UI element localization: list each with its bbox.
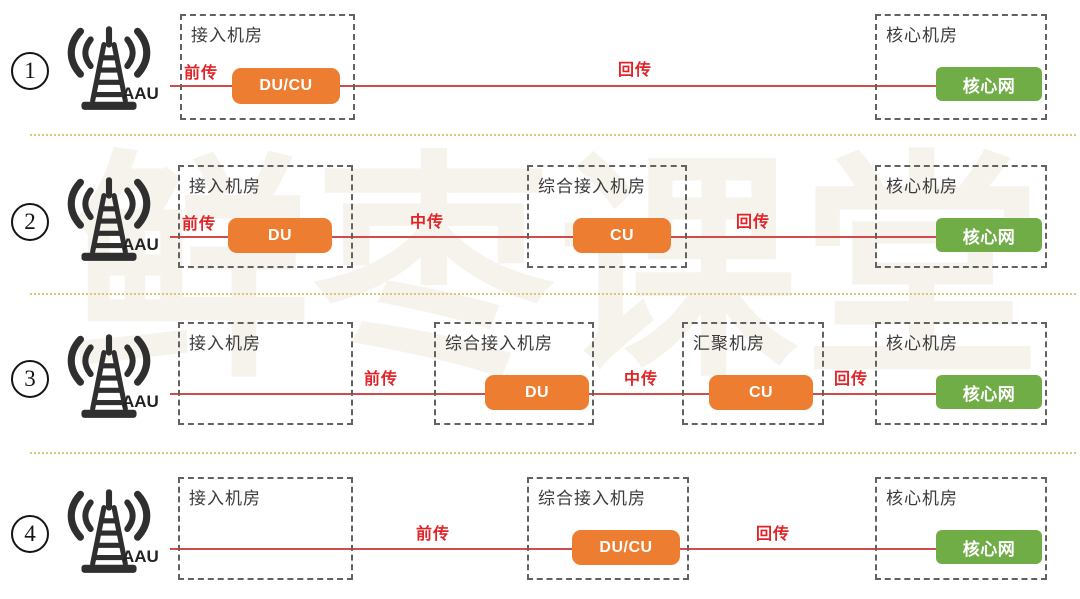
room-box-aggregation: 汇聚机房	[682, 322, 824, 425]
scenario-number: 3	[11, 360, 49, 398]
node-core-network: 核心网	[936, 530, 1042, 564]
link-label-backhaul: 回传	[736, 214, 771, 231]
room-box-core: 核心机房	[875, 322, 1047, 425]
room-title: 核心机房	[886, 489, 958, 508]
link-label-backhaul: 回传	[756, 526, 791, 543]
link-label-midhaul: 中传	[624, 371, 659, 388]
room-title: 综合接入机房	[538, 489, 646, 508]
room-title: 汇聚机房	[693, 334, 765, 353]
aau-label: AAU	[122, 235, 159, 254]
node-core-network: 核心网	[936, 218, 1042, 252]
node-du: DU	[228, 218, 332, 253]
aau-label: AAU	[122, 84, 159, 103]
node-core-network: 核心网	[936, 375, 1042, 409]
room-title: 综合接入机房	[538, 177, 646, 196]
scenario-number: 1	[11, 52, 49, 90]
room-box-access: 接入机房	[178, 165, 353, 268]
link-label-fronthaul: 前传	[182, 216, 217, 233]
room-box-core: 核心机房	[875, 14, 1047, 120]
transport-line	[170, 236, 937, 238]
aau-antenna-icon	[67, 489, 151, 573]
background-watermark: 鲜枣课堂	[70, 136, 1047, 404]
aau-antenna-icon	[67, 334, 151, 418]
link-label-fronthaul: 前传	[416, 526, 451, 543]
room-box-integrated-access: 综合接入机房	[527, 165, 687, 268]
room-title: 核心机房	[886, 26, 958, 45]
node-du-cu: DU/CU	[572, 530, 680, 565]
node-du-cu: DU/CU	[232, 68, 340, 104]
node-core-network: 核心网	[936, 67, 1042, 101]
link-label-backhaul: 回传	[834, 371, 869, 388]
room-title: 接入机房	[191, 26, 263, 45]
room-box-integrated-access: 综合接入机房	[434, 322, 594, 425]
aau-label: AAU	[122, 547, 159, 566]
room-title: 接入机房	[189, 334, 261, 353]
room-box-access-empty: 接入机房	[178, 322, 353, 425]
aau-antenna-icon	[67, 177, 151, 261]
room-title: 综合接入机房	[445, 334, 553, 353]
room-box-core: 核心机房	[875, 165, 1047, 268]
node-du: DU	[485, 375, 589, 410]
link-label-fronthaul: 前传	[364, 371, 399, 388]
node-cu: CU	[709, 375, 813, 410]
room-title: 接入机房	[189, 489, 261, 508]
node-cu: CU	[573, 218, 671, 253]
room-box-integrated-access: 综合接入机房	[527, 477, 689, 580]
row-divider	[30, 293, 1076, 295]
room-title: 接入机房	[189, 177, 261, 196]
room-box-access: 接入机房	[180, 14, 355, 120]
transport-line	[170, 548, 937, 550]
aau-label: AAU	[122, 392, 159, 411]
row-divider	[30, 134, 1076, 136]
link-label-fronthaul: 前传	[184, 65, 219, 82]
room-box-core: 核心机房	[875, 477, 1047, 580]
transport-line	[170, 85, 937, 87]
link-label-midhaul: 中传	[410, 214, 445, 231]
row-divider	[30, 452, 1076, 454]
aau-antenna-icon	[67, 26, 151, 110]
room-title: 核心机房	[886, 177, 958, 196]
scenario-number: 4	[11, 515, 49, 553]
scenario-number: 2	[11, 203, 49, 241]
room-box-access-empty: 接入机房	[178, 477, 353, 580]
room-title: 核心机房	[886, 334, 958, 353]
link-label-backhaul: 回传	[618, 62, 653, 79]
